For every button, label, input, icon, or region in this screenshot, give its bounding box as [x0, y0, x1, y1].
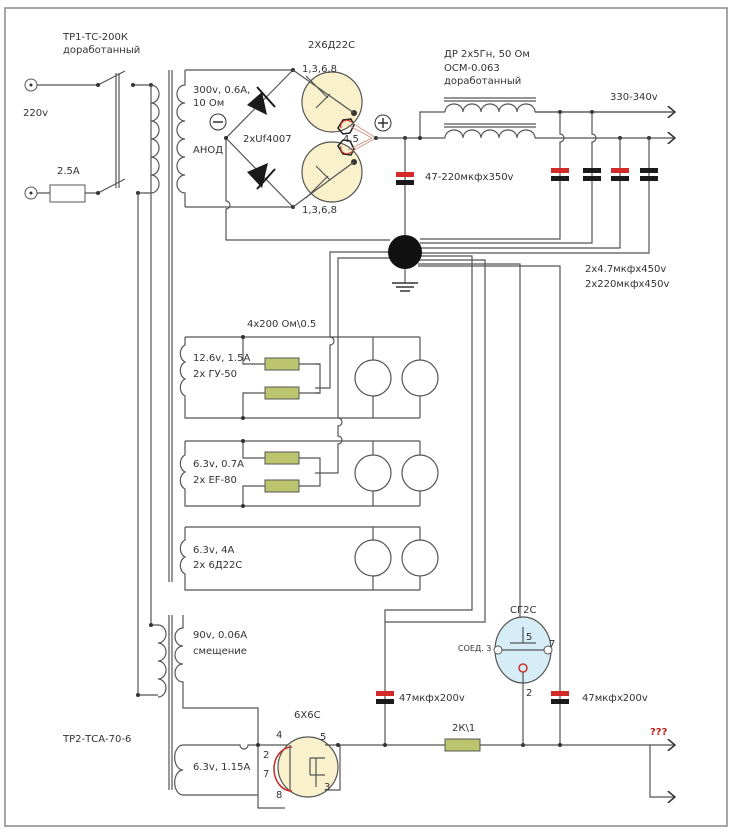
fuse	[49, 184, 86, 203]
bias-label: смещение	[193, 646, 247, 657]
choke-line2: ОСМ-0.063	[444, 63, 500, 74]
heater2-voltage: 6.3v, 0.7A	[193, 459, 244, 470]
cap-bank1-label: 2х4.7мкфх450v	[585, 264, 666, 275]
pins-cathode: 4,5	[343, 134, 359, 145]
pins-bottom: 1,3,6,8	[302, 205, 337, 216]
choke-line3: доработанный	[444, 76, 521, 87]
transformer1	[131, 70, 186, 695]
heater-tube-6d22s	[354, 539, 392, 577]
heater-resistors-label: 4х200 Ом\0.5	[247, 319, 316, 330]
diodes-label: 2xUf4007	[243, 134, 292, 145]
sg2s-pin2: 2	[526, 688, 532, 699]
bias-cap1-label: 47мкфх200v	[399, 693, 465, 704]
heater1-voltage: 12.6v, 1.5A	[193, 353, 250, 364]
capacitor	[583, 168, 601, 181]
heater-winding-1	[179, 335, 439, 420]
tube-sg2s	[493, 616, 553, 684]
pins-top: 1,3,6,8	[302, 64, 337, 75]
bias-line	[340, 675, 675, 797]
mains-voltage: 220v	[23, 108, 48, 119]
pin8: 8	[276, 790, 282, 801]
pin5: 5	[320, 732, 326, 743]
bias-winding-label: 90v, 0.06A	[193, 630, 247, 641]
tube-6x6s-label: 6Х6С	[294, 710, 321, 721]
capacitor	[640, 168, 658, 181]
heater2-tubes: 2х EF-80	[193, 475, 237, 486]
bias-resistor	[444, 738, 481, 752]
capacitor	[376, 691, 394, 704]
heater3-voltage: 6.3v, 4A	[193, 545, 235, 556]
tube-sg2s-label: СГ2С	[510, 605, 536, 616]
heater-winding-2	[179, 439, 439, 508]
pin2: 2	[263, 750, 269, 761]
tr1-title: ТР1-ТС-200К	[62, 32, 128, 43]
capacitors	[396, 168, 658, 185]
capacitor	[551, 691, 569, 704]
sg2s-pin7: 7	[549, 639, 555, 650]
diode-icon	[247, 86, 276, 115]
capacitor	[611, 168, 629, 181]
bias-output-label: ???	[650, 727, 668, 738]
frame	[4, 7, 728, 827]
pin7: 7	[263, 769, 269, 780]
ground-icon	[392, 282, 418, 292]
anode-label: АНОД	[193, 145, 223, 156]
sg2s-pin5: 5	[526, 632, 532, 643]
heater-winding-3	[179, 526, 439, 591]
tr2-title: ТР2-ТСА-70-6	[62, 734, 131, 745]
fuse-label: 2.5А	[57, 166, 80, 177]
heater3-tubes: 2х 6Д22С	[193, 560, 242, 571]
tube-6x6s	[256, 736, 341, 798]
bias-cap2-label: 47мкфх200v	[582, 693, 648, 704]
pin4: 4	[276, 730, 282, 741]
sg2s-pin3: СОЕД. 3	[458, 644, 491, 653]
choke-line1: ДР 2х5Гн, 50 Ом	[444, 49, 530, 60]
tr2-heater-winding: 6.3v, 1.15A	[193, 762, 250, 773]
heater-tube-6d22s	[401, 539, 439, 577]
winding-resistance: 10 Ом	[193, 98, 224, 109]
diode-icon	[247, 163, 276, 190]
rectifier-tubes-label: 2Х6Д22С	[308, 40, 355, 51]
main-cap-label: 47-220мкфх350v	[425, 172, 514, 183]
pin3: 3	[324, 782, 330, 793]
transformer2	[136, 615, 290, 809]
capacitor-main	[396, 172, 414, 185]
capacitor	[551, 168, 569, 181]
rectifier-bridge	[185, 68, 392, 241]
mains-input	[24, 70, 126, 203]
winding-label: 300v, 0.6A,	[193, 85, 250, 96]
heater-tube-gu50	[401, 359, 439, 397]
choke	[376, 97, 675, 254]
bias-resistor-label: 2К\1	[452, 723, 475, 734]
heater1-tubes: 2х ГУ-50	[193, 369, 237, 380]
output-voltage: 330-340v	[610, 92, 658, 103]
heater-tube-ef80	[401, 454, 439, 492]
heater-tube-ef80	[354, 454, 392, 492]
heater-tube-gu50	[354, 359, 392, 397]
cap-bank2-label: 2х220мкфх450v	[585, 279, 670, 290]
tr1-subtitle: доработанный	[63, 45, 140, 56]
